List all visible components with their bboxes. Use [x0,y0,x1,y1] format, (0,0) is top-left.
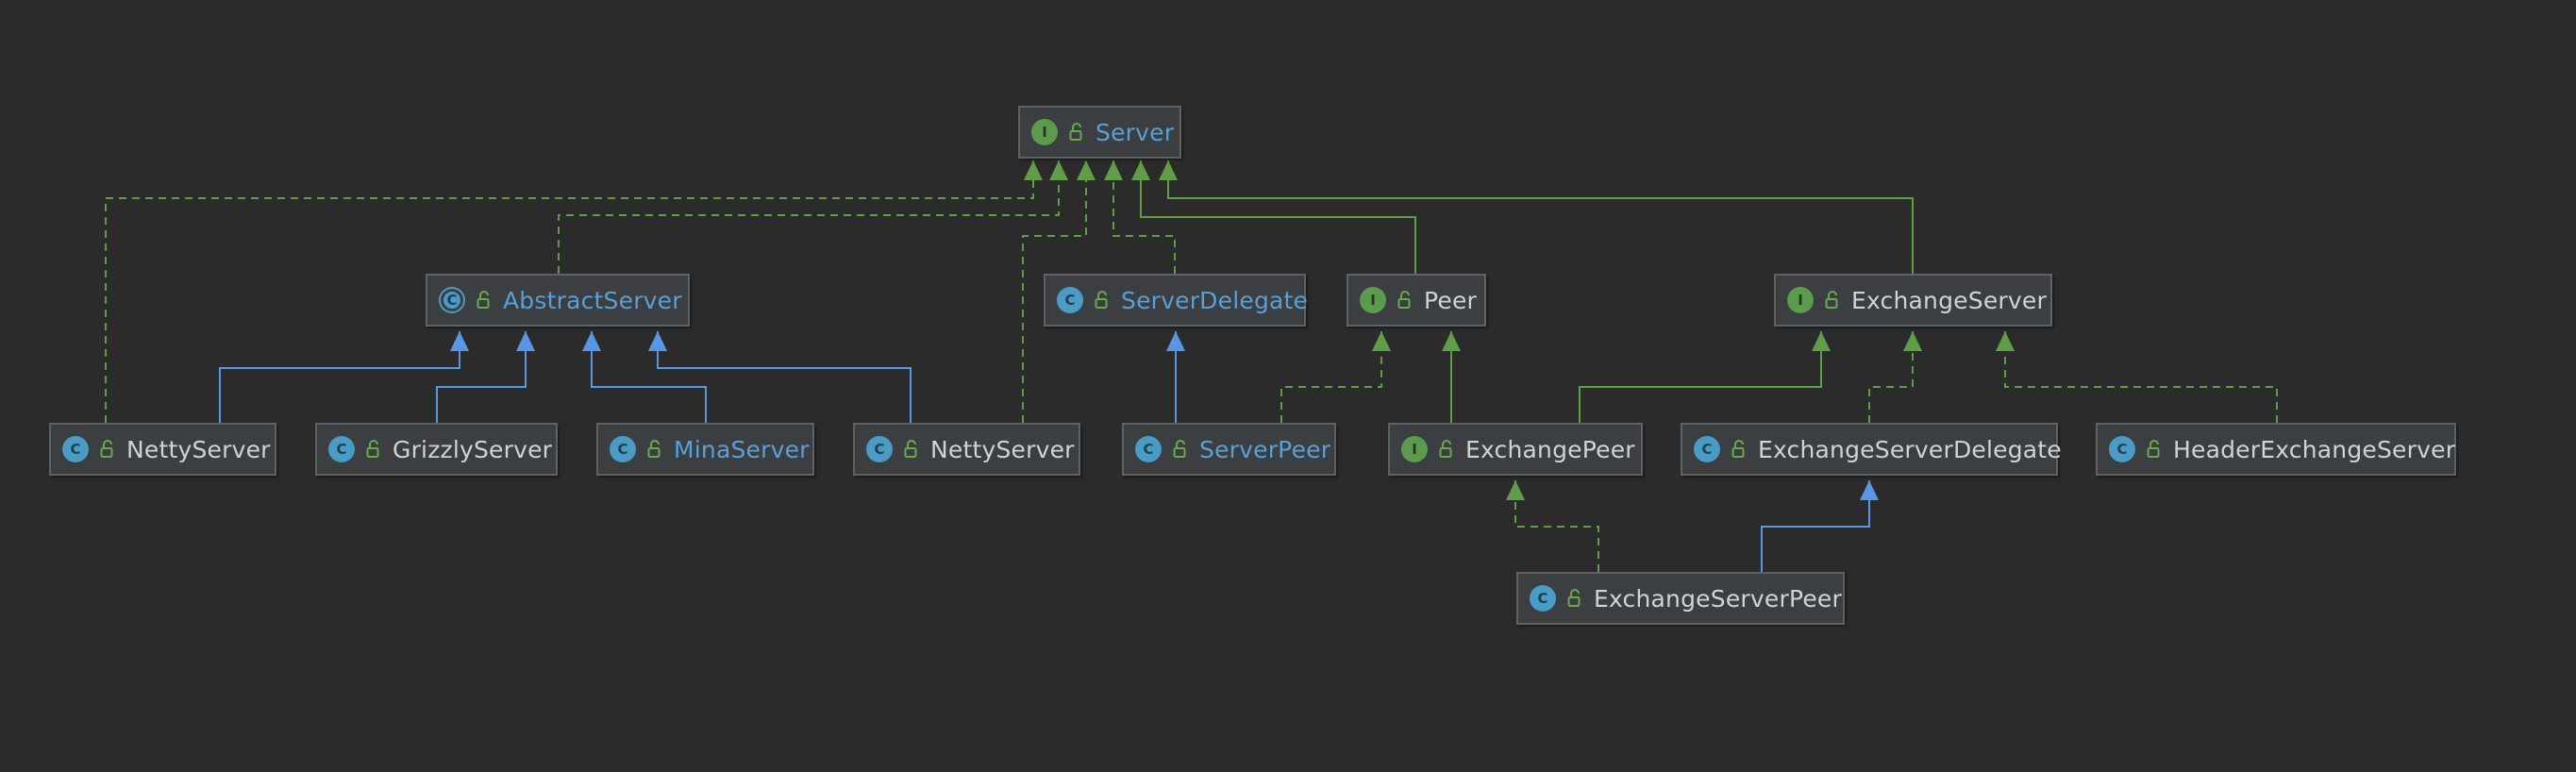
unlock-icon [1397,291,1411,309]
node-label: MinaServer [674,435,810,463]
arrowhead [1024,160,1043,180]
node-label: NettyServer [930,435,1075,463]
node-label: NettyServer [126,435,271,463]
node-label: ServerDelegate [1121,286,1309,314]
node-peer[interactable]: I Peer [1347,274,1486,327]
arrowhead [1166,331,1185,351]
interface-icon: I [1360,287,1386,313]
unlock-icon [1825,291,1838,309]
arrowhead [1442,331,1461,351]
arrowhead [450,331,469,351]
unlock-icon [366,440,379,458]
edge-peer-to-server [1131,160,1416,274]
edge-netty_server_1-to-server [105,160,1043,423]
interface-icon: I [1031,119,1058,145]
arrowhead [648,331,667,351]
node-header-exchange-server[interactable]: C HeaderExchangeServer [2096,423,2456,476]
edge-grizzly_server-to-abstract_server [436,331,535,423]
class-icon: C [610,436,636,462]
class-icon: C [2109,436,2135,462]
edge-server_delegate-to-server [1104,160,1176,274]
edge-exchange_server_peer-to-exchange_peer [1506,480,1599,572]
node-exchange-server[interactable]: I ExchangeServer [1774,274,2052,327]
arrowhead [1131,160,1150,180]
unlock-icon [1731,440,1745,458]
arrowhead [1372,331,1391,351]
node-mina-server[interactable]: C MinaServer [596,423,814,476]
node-server[interactable]: I Server [1018,106,1181,159]
arrowhead [1860,480,1879,500]
node-netty-server-1[interactable]: C NettyServer [49,423,276,476]
class-icon: C [1135,436,1162,462]
edge-header_exchange_server-to-exchange_server [1996,331,2278,423]
node-label: GrizzlyServer [393,435,553,463]
edge-exchange_peer-to-peer [1442,331,1461,423]
unlock-icon [647,440,661,458]
arrowhead [1996,331,2015,351]
arrowhead [1506,480,1525,500]
class-icon: C [1530,585,1556,612]
interface-icon: I [1787,287,1814,313]
node-exchange-peer[interactable]: I ExchangePeer [1388,423,1643,476]
arrowhead [1159,160,1178,180]
class-icon: C [1694,436,1720,462]
edge-netty_server_1-to-abstract_server [219,331,469,423]
arrowhead [516,331,535,351]
unlock-icon [1173,440,1186,458]
node-exchange-server-delegate[interactable]: C ExchangeServerDelegate [1681,423,2062,476]
edge-exchange_server_delegate-to-exchange_server [1868,331,1922,423]
node-exchange-server-peer[interactable]: C ExchangeServerPeer [1516,572,1845,625]
node-netty-server-2[interactable]: C NettyServer [853,423,1080,476]
edge-netty_server_2-to-abstract_server [648,331,912,423]
unlock-icon [477,291,490,309]
node-abstract-server[interactable]: C AbstractServer [426,274,690,327]
abstract-class-icon: C [441,289,463,311]
arrowhead [1812,331,1831,351]
arrowhead [1104,160,1123,180]
arrowhead [1049,160,1068,180]
arrowhead [582,331,601,351]
class-icon: C [328,436,355,462]
edge-exchange_server-to-server [1159,160,1914,274]
arrowhead [1903,331,1922,351]
node-label: ServerPeer [1199,435,1331,463]
edge-mina_server-to-abstract_server [582,331,707,423]
node-server-peer[interactable]: C ServerPeer [1122,423,1336,476]
edge-server_peer-to-peer [1280,331,1391,423]
unlock-icon [1567,589,1581,607]
node-label: ExchangePeer [1465,435,1635,463]
node-label: ExchangeServer [1851,286,2047,314]
class-icon: C [866,436,893,462]
class-icon: C [62,436,89,462]
unlock-icon [904,440,917,458]
node-label: Server [1096,118,1175,146]
interface-icon: I [1401,436,1428,462]
node-grizzly-server[interactable]: C GrizzlyServer [315,423,558,476]
edge-server_peer-to-server_delegate [1166,331,1185,423]
edge-netty_server_2-to-server [1022,160,1096,423]
arrowhead [1077,160,1096,180]
node-label: ExchangeServerDelegate [1758,435,2062,463]
node-label: Peer [1424,286,1478,314]
unlock-icon [1095,291,1108,309]
edge-abstract_server-to-server [558,160,1068,274]
unlock-icon [1439,440,1452,458]
edge-exchange_peer-to-exchange_server [1579,331,1831,423]
unlock-icon [2147,440,2160,458]
node-label: ExchangeServerPeer [1594,584,1842,613]
unlock-icon [100,440,113,458]
node-label: HeaderExchangeServer [2173,435,2456,463]
node-server-delegate[interactable]: C ServerDelegate [1044,274,1309,327]
node-label: AbstractServer [503,286,682,314]
unlock-icon [1069,123,1082,141]
class-icon: C [1057,287,1083,313]
edge-exchange_server_peer-to-exchange_server_delegate [1761,480,1879,572]
